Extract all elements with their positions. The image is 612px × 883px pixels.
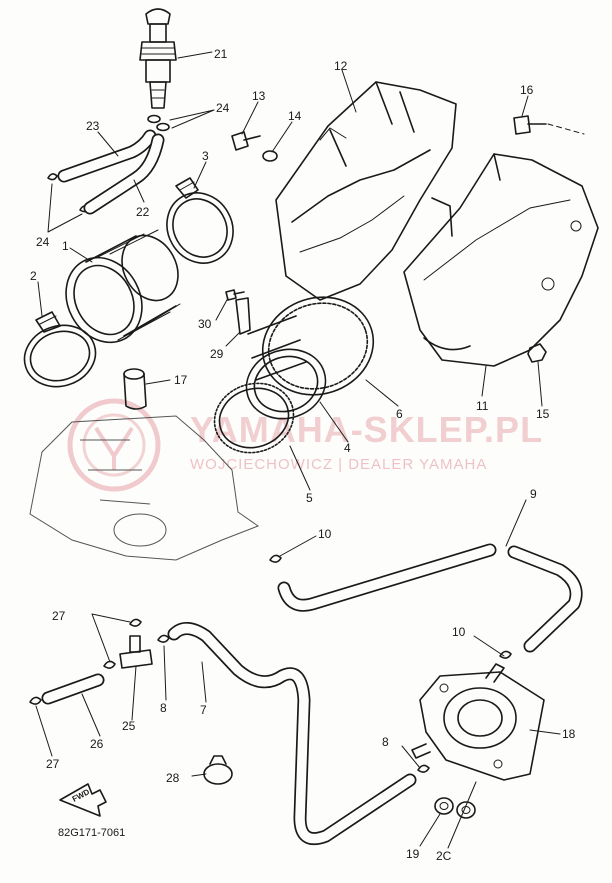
part-29-bracket [235,297,251,335]
callout-23: 23 [86,119,100,133]
part-30-screw [225,289,245,301]
part-3-clamp [166,177,234,264]
part-26-hose [41,673,105,705]
part-28-clamp [203,755,233,785]
diagram-part-code: 82G171-7061 [58,827,125,839]
part-25-t-joint [119,635,153,669]
callout-8-right: 8 [382,735,389,749]
callout-4: 4 [344,441,351,455]
part-12-air-box-cover [275,81,457,301]
engine-outline [29,415,260,561]
part-14-washer [262,150,278,162]
part-10-clips [269,554,512,659]
callout-11: 11 [476,399,489,413]
callout-22: 22 [136,205,150,219]
callout-29: 29 [210,347,224,361]
watermark: YAMAHA-SKLEP.PL WOJCIECHOWICZ | DEALER Y… [67,398,543,492]
callout-27-bottom: 27 [46,757,60,771]
callout-28: 28 [166,771,180,785]
callout-10-top: 10 [318,527,332,541]
part-13-bolt [231,131,261,151]
callout-13: 13 [252,89,266,103]
forward-arrow: FWD [59,783,107,817]
callout-24-left: 24 [36,235,50,249]
part-17-fitting [123,368,147,410]
part-27-clips [29,618,142,705]
callout-21: 21 [214,47,228,61]
callout-6: 6 [396,407,403,421]
callout-15: 15 [536,407,550,421]
forward-label: FWD [71,787,92,804]
part-9-hose [277,543,583,653]
callout-14: 14 [288,109,302,123]
part-19-grommet [434,797,454,815]
part-16-bolt [513,115,585,135]
callout-20: 2C [436,849,452,863]
part-11-air-box-case [403,153,599,367]
callout-3: 3 [202,149,209,163]
part-23-hose [57,129,157,183]
part-1-intake-joint [65,229,181,344]
callout-8-left: 8 [160,701,167,715]
callout-2: 2 [30,269,37,283]
part-5-seal-ring [213,382,295,454]
part-15-nut [527,343,547,363]
callout-9: 9 [530,487,537,501]
callout-17: 17 [174,373,188,387]
callout-30: 30 [198,317,212,331]
part-2-clamp [23,311,97,388]
callout-10-right: 10 [452,625,466,639]
callout-12: 12 [334,59,348,73]
part-4-boot [245,315,327,420]
callout-25: 25 [122,719,136,733]
part-18-fuel-pump [411,663,545,781]
leader-lines [35,51,561,849]
callout-5: 5 [306,491,313,505]
watermark-logo [67,398,161,492]
callout-16: 16 [520,83,534,97]
part-24-clips [47,114,170,213]
callout-labels: 21 24 23 22 24 3 1 2 12 13 14 16 17 30 2… [30,47,576,863]
callout-27-top: 27 [52,609,66,623]
part-7-hose [167,622,417,846]
part-22-hose [83,133,165,215]
part-21-sensor [139,8,177,109]
callout-1: 1 [62,239,69,253]
callout-7: 7 [200,703,207,717]
part-8-clips [157,634,430,773]
callout-19: 19 [406,847,420,861]
callout-18: 18 [562,727,576,741]
watermark-dealer: WOJCIECHOWICZ | DEALER YAMAHA [190,456,487,473]
watermark-brand: YAMAHA-SKLEP.PL [190,409,543,450]
callout-26: 26 [90,737,104,751]
callout-24-top: 24 [216,101,230,115]
